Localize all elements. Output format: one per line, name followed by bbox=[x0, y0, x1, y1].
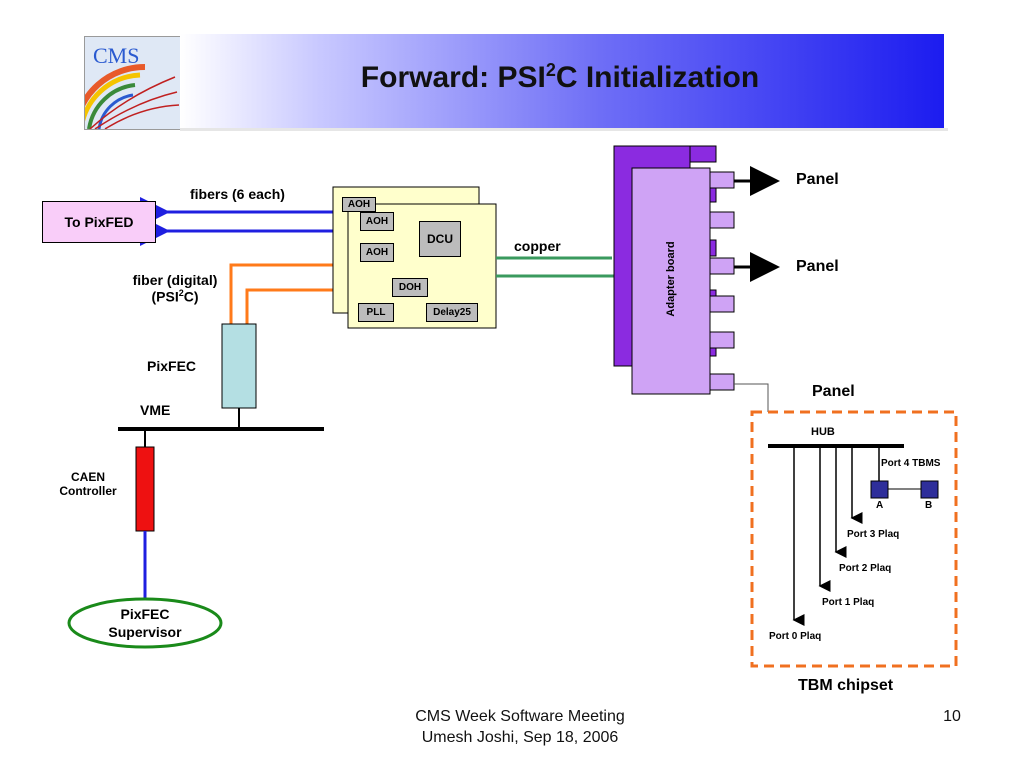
footer-line-1: CMS Week Software Meeting bbox=[415, 708, 625, 725]
port2-label: Port 2 Plaq bbox=[839, 563, 892, 574]
pixfec-label: PixFEC bbox=[147, 358, 197, 374]
tbm-chip-b bbox=[920, 480, 939, 499]
panel-label-1: Panel bbox=[796, 171, 839, 188]
adapter-board-label: Adapter board bbox=[665, 241, 677, 317]
chip-aoh-back: AOH bbox=[342, 197, 376, 212]
copper-label: copper bbox=[514, 238, 561, 254]
vme-label: VME bbox=[140, 402, 171, 418]
cms-logo: CMS bbox=[84, 36, 182, 130]
footer-line-2: Umesh Joshi, Sep 18, 2006 bbox=[421, 729, 619, 746]
supervisor-ellipse bbox=[67, 597, 223, 649]
fiber-orange-2 bbox=[245, 288, 350, 324]
tbm-chip-a bbox=[870, 480, 889, 499]
pixfec-box bbox=[221, 323, 257, 409]
panel-connector bbox=[734, 383, 769, 412]
cms-logo-text: CMS bbox=[93, 43, 140, 68]
chip-dcu: DCU bbox=[419, 221, 461, 257]
caen-controller-box bbox=[135, 446, 155, 532]
tbm-a-label: A bbox=[876, 500, 884, 511]
supervisor-label: PixFEC Supervisor bbox=[108, 606, 182, 640]
hub-label: HUB bbox=[811, 426, 835, 438]
port3-label: Port 3 Plaq bbox=[847, 529, 900, 540]
tbm-chipset-box bbox=[750, 410, 958, 668]
tbm-b-label: B bbox=[925, 500, 933, 511]
tbm-chipset-label: TBM chipset bbox=[798, 677, 894, 694]
page-number: 10 bbox=[943, 708, 961, 725]
chip-aoh-1: AOH bbox=[360, 212, 394, 231]
fiber-digital-label: fiber (digital) (PSI2C) bbox=[132, 272, 218, 305]
chip-pll: PLL bbox=[358, 303, 394, 322]
adapter-board-front bbox=[631, 167, 711, 395]
chip-delay25: Delay25 bbox=[426, 303, 478, 322]
port1-label: Port 1 Plaq bbox=[822, 597, 875, 608]
panel-label-2: Panel bbox=[796, 258, 839, 275]
cms-logo-graphic bbox=[85, 37, 181, 129]
chip-aoh-2: AOH bbox=[360, 243, 394, 262]
to-pixfed-box: To PixFED bbox=[42, 201, 156, 243]
panel-label-3: Panel bbox=[812, 383, 855, 400]
port4-label: Port 4 TBMS bbox=[881, 458, 941, 469]
title-banner bbox=[180, 34, 944, 128]
caen-label: CAEN Controller bbox=[59, 470, 117, 498]
slide-title: Forward: PSI2C Initialization bbox=[360, 60, 760, 94]
port0-label: Port 0 Plaq bbox=[769, 631, 822, 642]
title-underline bbox=[180, 128, 948, 131]
fiber-orange-1 bbox=[229, 263, 336, 324]
fibers-label: fibers (6 each) bbox=[190, 186, 285, 202]
chip-doh: DOH bbox=[392, 278, 428, 297]
